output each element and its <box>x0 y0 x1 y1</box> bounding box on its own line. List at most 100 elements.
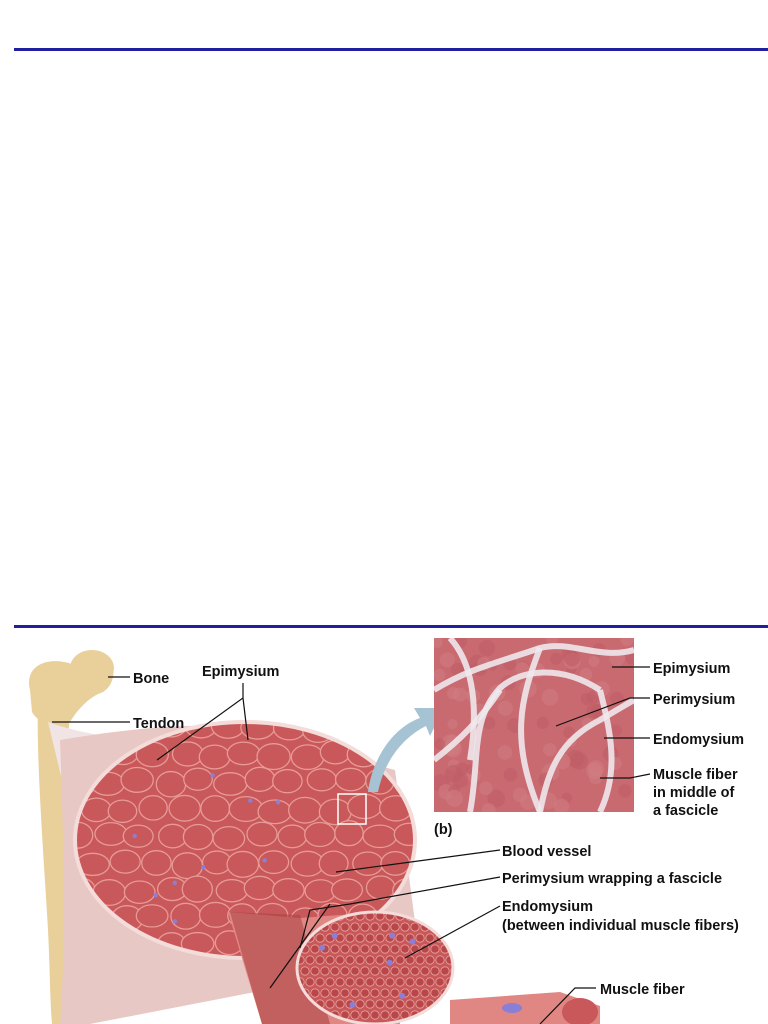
fiber-mark <box>370 922 380 932</box>
fiber-mark <box>350 1010 360 1020</box>
fiber-mark <box>400 966 410 976</box>
fiber-mark <box>330 944 340 954</box>
fascicle-mark <box>170 902 202 930</box>
fascicle-mark <box>215 878 249 903</box>
micro-cell-mark <box>564 650 581 667</box>
fiber-mark <box>445 912 453 921</box>
label-perimysium-micro: Perimysium <box>653 692 735 708</box>
fiber-mark <box>395 933 405 943</box>
fiber-mark <box>435 912 445 921</box>
fascicle-mark <box>138 794 168 821</box>
fiber-mark <box>370 966 380 976</box>
fiber-mark <box>360 944 370 954</box>
fiber-mark <box>350 988 360 998</box>
fascicle-mark <box>183 767 213 791</box>
micro-cell-mark <box>447 687 460 700</box>
fiber-mark <box>350 922 360 932</box>
fiber-nucleus-mark <box>409 938 416 945</box>
micro-cell-mark <box>478 781 493 796</box>
fascicle-mark <box>318 850 349 877</box>
fiber-mark <box>395 999 405 1009</box>
fiber-mark <box>405 999 415 1009</box>
fascicle-mark <box>256 743 291 771</box>
zoom-arrow <box>368 708 444 792</box>
label-endomysium-sub: (between individual muscle fibers) <box>502 918 739 934</box>
fiber-mark <box>330 988 340 998</box>
fascicle-mark <box>272 878 305 903</box>
micro-cell-mark <box>503 768 518 782</box>
fascicle-mark <box>213 772 248 796</box>
fiber-mark <box>310 944 320 954</box>
fiber-mark <box>440 1010 450 1020</box>
fiber-mark <box>375 999 385 1009</box>
fascicle-mark <box>155 770 187 798</box>
fascicle-mark <box>198 744 231 770</box>
micro-cell-mark <box>481 803 496 812</box>
fiber-mark <box>435 977 445 987</box>
fascicle-mark <box>120 766 154 793</box>
micro-strand-mark <box>597 689 615 812</box>
muscle-cross-section <box>73 720 417 960</box>
label-endomysium: Endomysium <box>502 899 593 915</box>
blood-vessel-mark <box>153 893 159 898</box>
fascicle-mark <box>171 852 204 880</box>
micro-strand-mark <box>537 697 634 812</box>
fiber-mark <box>335 955 345 965</box>
fascicle-pattern <box>75 722 415 958</box>
fiber-mark <box>395 977 405 987</box>
micro-cell-mark <box>541 688 559 706</box>
fascicle-mark <box>200 795 231 822</box>
micro-cell-mark <box>588 655 600 667</box>
micro-cell-mark <box>553 798 570 812</box>
fiber-mark <box>330 966 340 976</box>
fascicle-mark <box>287 796 322 824</box>
fiber-mark <box>335 999 345 1009</box>
fascicle-mark <box>364 722 394 741</box>
fiber-mark <box>390 966 400 976</box>
muscle-fiber-end <box>562 998 598 1024</box>
blood-vessel-mark <box>248 798 253 803</box>
fascicle-mark <box>334 767 367 792</box>
fascicle-mark <box>330 878 364 902</box>
fascicle-mark <box>243 875 276 901</box>
micro-cell-mark <box>589 765 602 778</box>
fiber-mark <box>355 999 365 1009</box>
fiber-mark <box>365 912 375 921</box>
fiber-mark <box>340 944 350 954</box>
leader-lines <box>52 666 651 1024</box>
fascicle-mark <box>380 850 411 876</box>
fiber-mark <box>425 912 435 921</box>
fiber-mark <box>420 966 430 976</box>
micro-cell-mark <box>497 745 513 760</box>
fiber-mark <box>315 977 325 987</box>
fiber-mark <box>340 966 350 976</box>
micrograph-panel <box>434 638 634 812</box>
fiber-nucleus-mark <box>386 959 393 966</box>
blood-vessel-mark <box>172 880 178 886</box>
fiber-mark <box>415 977 425 987</box>
fascicle-mark <box>290 744 325 771</box>
micro-cell-mark <box>550 652 563 665</box>
blood-vessel-mark <box>172 919 178 924</box>
fiber-mark <box>425 933 435 943</box>
top-divider-line <box>14 48 768 51</box>
fiber-mark <box>430 1010 440 1020</box>
fiber-mark <box>350 944 360 954</box>
fascicle-mark <box>226 741 261 766</box>
fiber-mark <box>320 966 330 976</box>
fiber-mark <box>365 977 375 987</box>
micro-cell-mark <box>482 716 496 730</box>
fiber-mark <box>435 955 445 965</box>
fascicle-mark <box>107 799 138 824</box>
label-muscle-fiber-micro-3: a fascicle <box>653 803 718 819</box>
perimysium-wrapping-leader-b <box>269 903 331 989</box>
micro-strand-mark <box>447 638 477 761</box>
micro-cell-mark <box>434 738 446 750</box>
micro-strand-mark <box>434 688 503 763</box>
fiber-mark <box>440 922 450 932</box>
bottom-divider-line <box>14 625 768 628</box>
fiber-mark <box>380 988 390 998</box>
blood-vessel-mark <box>132 833 137 839</box>
fiber-mark <box>405 977 415 987</box>
fiber-mark <box>340 922 350 932</box>
